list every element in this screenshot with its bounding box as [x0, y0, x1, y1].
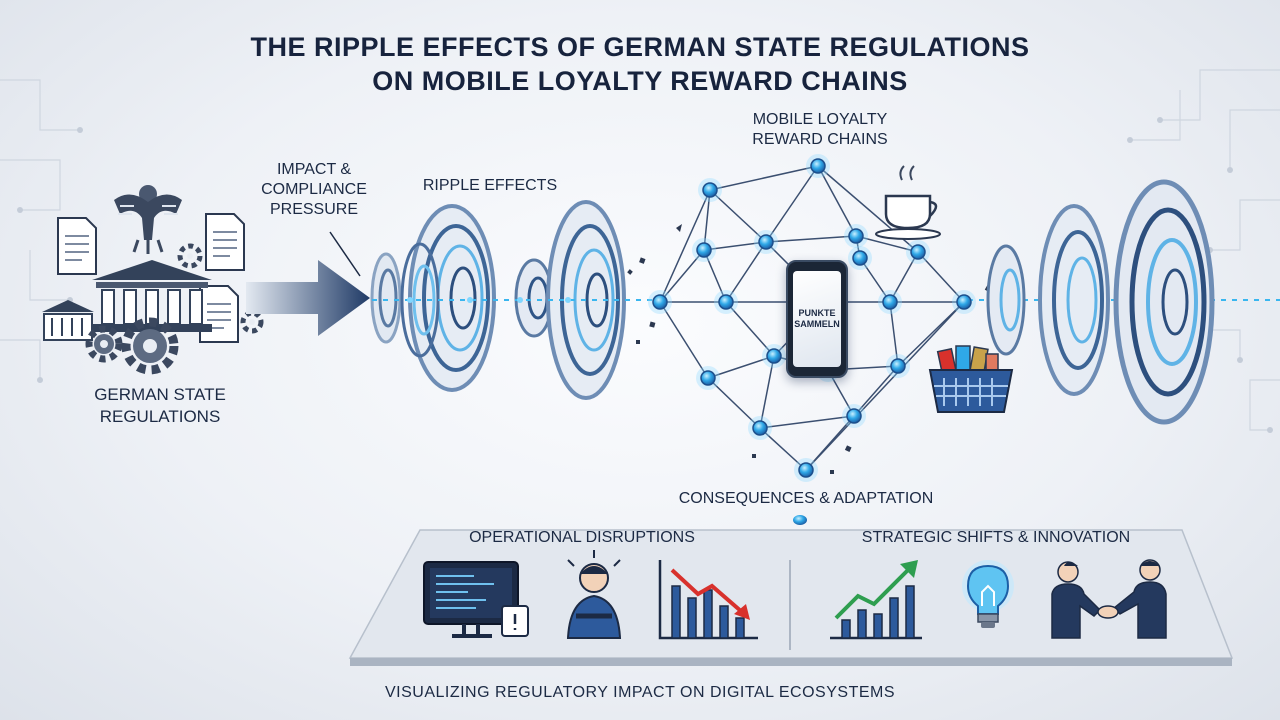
network-edge [889, 301, 899, 367]
government-building-icon [42, 300, 94, 341]
lightbulb-icon [962, 560, 1014, 628]
network-edge [855, 235, 919, 253]
impact-arrow [246, 231, 370, 336]
ripple-wave [408, 204, 496, 392]
network-node [794, 458, 818, 482]
ripple-waves-right [986, 179, 1215, 425]
network-node [848, 246, 872, 270]
impact-label: IMPACT & COMPLIANCE PRESSURE [236, 160, 392, 220]
network-node [648, 290, 672, 314]
network-edge [709, 189, 767, 243]
downtrend-chart-icon [658, 560, 758, 640]
gear-icon [240, 310, 264, 334]
network-label-line-2: REWARD CHAINS [752, 131, 888, 148]
network-edge [703, 249, 727, 303]
coffee-cup-icon [875, 165, 941, 240]
computer-error-icon [423, 561, 529, 638]
network-edge [703, 241, 767, 251]
impact-label-line-3: PRESSURE [269, 201, 359, 218]
gear-icon [85, 325, 123, 363]
impact-label-line-2: COMPLIANCE [261, 181, 367, 198]
diagram-title: THE RIPPLE EFFECTS OF GERMAN STATE REGUL… [140, 30, 1140, 98]
network-node [696, 366, 720, 390]
network-edge [759, 415, 855, 429]
ripple-wave [370, 252, 402, 344]
network-edge [817, 165, 857, 237]
network-node [748, 416, 772, 440]
smartphone-icon: PUNKTE SAMMELN [786, 260, 848, 378]
document-icon [205, 213, 245, 271]
title-line-1: THE RIPPLE EFFECTS OF GERMAN STATE REGUL… [250, 32, 1030, 62]
network-edge [759, 355, 775, 429]
footer-caption: VISUALIZING REGULATORY IMPACT ON DIGITAL… [384, 684, 896, 701]
phone-screen-line-2: SAMMELN [794, 319, 840, 329]
network-edge [703, 189, 711, 251]
shopping-basket-icon [928, 345, 1014, 413]
title-line-2: ON MOBILE LOYALTY REWARD CHAINS [372, 66, 908, 96]
operational-label: OPERATIONAL DISRUPTIONS [469, 529, 695, 546]
network-edge [659, 301, 709, 379]
network-edge [707, 377, 761, 429]
network-edge [853, 365, 899, 417]
network-node [842, 404, 866, 428]
network-node [906, 240, 930, 264]
network-edge [659, 249, 705, 303]
phone-screen-line-1: PUNKTE [798, 308, 836, 318]
stressed-person-icon [566, 550, 622, 639]
ripple-effects-label: RIPPLE EFFECTS [422, 177, 558, 194]
network-node [952, 290, 976, 314]
network-edge [765, 235, 857, 243]
gear-icon [177, 243, 203, 269]
regulations-label: GERMAN STATE REGULATIONS [60, 384, 260, 428]
network-node [886, 354, 910, 378]
network-edge [765, 165, 819, 243]
uptrend-chart-icon [830, 560, 922, 640]
impact-label-line-1: IMPACT & [276, 161, 352, 178]
consequences-label: CONSEQUENCES & ADAPTATION [678, 490, 934, 507]
regulations-cluster [42, 185, 264, 375]
network-nodes [648, 154, 976, 482]
network-node [754, 230, 778, 254]
network-node [762, 344, 786, 368]
network-edge [725, 301, 775, 357]
phone-screen: PUNKTE SAMMELN [793, 271, 841, 367]
ripple-wave [1113, 179, 1215, 425]
network-edge [805, 301, 965, 471]
network-node [692, 238, 716, 262]
network-edge [859, 257, 891, 303]
network-edge [759, 427, 807, 471]
handshake-icon [1051, 559, 1167, 639]
network-edge [917, 251, 965, 303]
regulations-label-line-2: REGULATIONS [99, 407, 221, 426]
network-node [806, 154, 830, 178]
strategic-label: STRATEGIC SHIFTS & INNOVATION [861, 529, 1131, 546]
network-edge [659, 189, 711, 303]
regulations-label-line-1: GERMAN STATE [94, 385, 226, 404]
network-edge [889, 251, 919, 303]
network-edge [725, 241, 767, 303]
network-node [878, 290, 902, 314]
eagle-crest-icon [114, 185, 182, 254]
ripple-wave [1038, 204, 1110, 396]
document-icon [199, 285, 239, 343]
network-edge [709, 165, 819, 191]
gear-icon [121, 317, 179, 375]
network-node [714, 290, 738, 314]
network-label-line-1: MOBILE LOYALTY [752, 111, 888, 128]
ripple-wave [986, 244, 1026, 356]
network-node [844, 224, 868, 248]
network-node [698, 178, 722, 202]
network-edge [707, 355, 775, 379]
document-icon [57, 217, 97, 275]
government-building-icon [92, 260, 212, 332]
network-label: MOBILE LOYALTY REWARD CHAINS [720, 110, 920, 150]
